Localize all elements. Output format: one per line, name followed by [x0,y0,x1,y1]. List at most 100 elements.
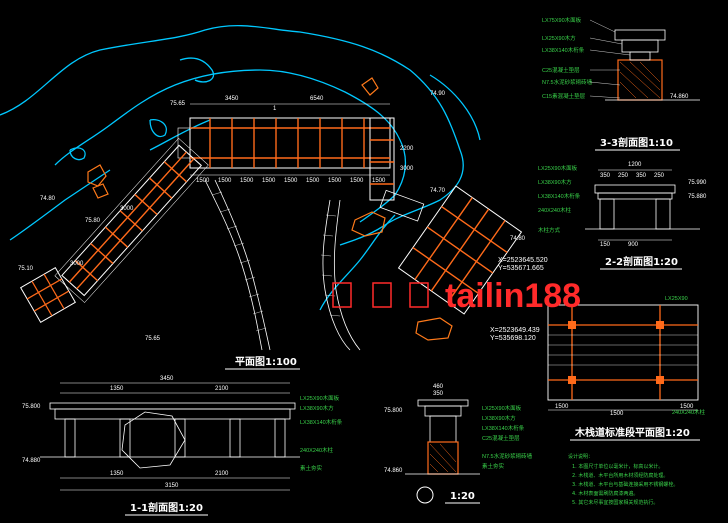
plan-dim-bay: 1500 [196,178,210,184]
s11-label: 240X240木柱 [300,446,334,454]
detail-dim: 350 [433,391,444,397]
detail-label: C25混凝土垫层 [482,434,520,442]
note-line: 3. 木栈道、木平台与基础连接采用不锈钢螺栓。 [572,481,678,488]
s11-label: LX38X90木方 [300,404,334,412]
standard-plan: 1500 1500 1500 LX25X90 240X240木柱 [547,296,706,417]
section-33-title: 3-3剖面图1:10 [600,136,673,149]
s33-label: LX38X140木桁条 [542,46,585,54]
s22-dim: 250 [654,173,665,179]
plan-level: 74.70 [430,188,446,194]
detail-label: 素土夯实 [482,462,505,470]
coord-x-bottom: X=2523649.439 [490,327,540,334]
s11-dim: 1350 [110,386,124,392]
plan-section-mark: 1 [273,106,277,112]
plan-level: 75.10 [18,266,34,272]
plan-dim-side: 3000 [400,166,414,172]
plan-level: 75.65 [145,336,161,342]
plan-title: 平面图1:100 [235,356,297,368]
plan-dim-bay: 1500 [328,178,342,184]
note-line: 2. 木栈道、木平台所用木材须经防腐处理。 [572,472,668,479]
plan-dimensions: 3450 6540 1 1500 1500 1500 1500 1500 150… [18,91,548,342]
watermark-text: tailin188 [445,277,581,315]
detail-level: 74.860 [384,468,403,474]
s22-level: 75.880 [688,194,707,200]
plan-level: 75.80 [85,218,101,224]
plan-level: 74.90 [430,91,446,97]
section-11-title: 1-1剖面图1:20 [130,501,203,514]
section-22: 1200 350 250 350 250 900 150 LX25X90木面板 … [538,162,707,248]
plan-level: 74.80 [510,236,526,242]
terrain-contours [0,24,481,311]
s22-dim: 350 [600,173,611,179]
s11-label: LX25X90木面板 [300,394,340,402]
s22-level: 75.990 [688,180,707,186]
plan-dim-bay: 1500 [350,178,364,184]
s22-label: 240X240木柱 [538,206,572,214]
section-33: LX75X90木面板 LX25X90木方 LX38X140木桁条 C25混凝土垫… [542,16,700,101]
s22-dim: 350 [636,173,647,179]
note-line: 4. 木材表面需刷防腐漆两遍。 [572,490,638,497]
s33-label: LX25X90木方 [542,34,576,42]
s11-dim: 3450 [160,376,174,382]
s11-dim: 2100 [215,471,229,477]
s22-dim: 250 [618,173,629,179]
plan-dim-bay: 1500 [306,178,320,184]
std-label: 240X240木柱 [672,408,706,416]
note-line: 5. 其它未尽事宜按国家相关规范执行。 [572,499,658,506]
plan-dim-bay: 1500 [218,178,232,184]
detail-dim: 460 [433,384,444,390]
plan-dim-diag: 3000 [120,206,134,212]
s33-label: LX75X90木面板 [542,16,582,24]
detail-label: LX38X140木桁条 [482,424,525,432]
s11-label: 素土夯实 [300,464,323,472]
detail-index-circle [416,486,434,504]
s11-dim: 1350 [110,471,124,477]
s22-label: 木柱方式 [538,226,561,234]
s33-level: 74.860 [670,94,689,100]
plan-dim-bay: 1500 [262,178,276,184]
plan-dim-overall: 3450 [225,96,239,102]
detail-label: N7.5水泥砂浆砌砖墙 [482,452,533,460]
coord-y-top: Y=535671.665 [498,265,544,272]
std-label: LX25X90 [665,296,688,302]
std-dim: 1500 [680,404,694,410]
s22-dim: 900 [628,242,639,248]
s11-level: 74.880 [22,458,41,464]
s33-label: C25混凝土垫层 [542,66,580,74]
plan-dim-bay: 1500 [372,178,386,184]
detail-level: 75.800 [384,408,403,414]
boardwalk-plan [19,117,523,324]
plan-level: 74.80 [40,196,56,202]
notes-title: 设计说明： [568,453,593,460]
curved-walls [204,179,361,351]
plan-dim-span: 6540 [310,96,324,102]
section-11: 3450 1350 2100 1350 2100 3150 LX25X90木面板… [22,376,343,491]
rock-outlines [87,77,453,341]
s11-dim: 3150 [165,483,179,489]
section-22-title: 2-2剖面图1:20 [605,255,678,268]
s22-label: LX38X140木桁条 [538,192,581,200]
s22-label: LX38X90木方 [538,178,572,186]
s22-label: LX25X90木面板 [538,164,578,172]
plan-dim-diag: 3000 [70,261,84,267]
note-line: 1. 本图尺寸单位以毫米计，标高以米计。 [572,463,663,470]
s11-dim: 2100 [215,386,229,392]
s11-level: 75.800 [22,404,41,410]
detail-label: LX38X90木方 [482,414,516,422]
std-dim: 1500 [610,411,624,417]
s11-label: LX38X140木桁条 [300,418,343,426]
coord-x-top: X=2523645.520 [498,257,548,264]
coord-y-bottom: Y=535698.120 [490,335,536,342]
standard-plan-title: 木栈道标准段平面图1:20 [574,426,690,439]
s22-dim: 150 [600,242,611,248]
detail-label: LX25X90木面板 [482,404,522,412]
plan-dim-bay: 1500 [284,178,298,184]
s22-dim: 1200 [628,162,642,168]
s33-label: N7.5水泥砂浆砌砖墙 [542,78,593,86]
plan-level: 75.65 [170,101,186,107]
wall-hatching [211,191,341,332]
plan-dim-bay: 1500 [240,178,254,184]
s33-label: C15素混凝土垫层 [542,92,586,100]
detail-title: 1:20 [450,491,475,502]
